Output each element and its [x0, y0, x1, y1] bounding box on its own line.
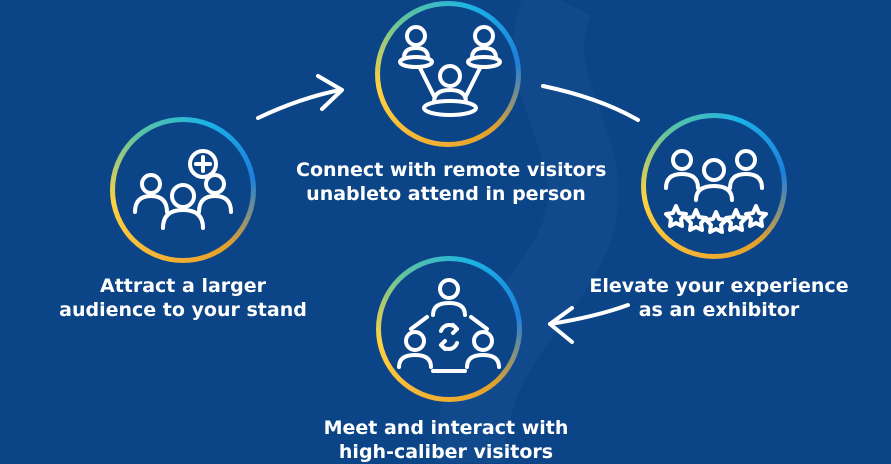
step-elevate-line1: Elevate your experience: [589, 275, 849, 297]
step-attract-line2: audience to your stand: [59, 299, 307, 321]
remote-connect-people-icon: [398, 25, 502, 117]
group-add-user-icon: [133, 149, 233, 230]
step-elevate-circle: [641, 113, 787, 259]
step-attract-label: Attract a larger audience to your stand: [48, 274, 318, 322]
people-stars-icon: [664, 149, 768, 234]
step-meet-circle: [376, 256, 522, 402]
arrow-connect-to-elevate: [541, 84, 640, 122]
step-connect-line1: Connect with remote visitors: [296, 159, 607, 181]
step-elevate-label: Elevate your experience as an exhibitor: [584, 274, 854, 322]
step-attract-circle: [110, 117, 256, 263]
arrow-attract-to-connect: [256, 74, 344, 120]
step-connect-label: Connect with remote visitors unableto at…: [296, 158, 607, 206]
step-connect-circle: [375, 1, 521, 147]
step-meet-line2: high-caliber visitors: [338, 441, 554, 463]
step-attract-line1: Attract a larger: [99, 275, 267, 297]
step-meet-label: Meet and interact with high-caliber visi…: [296, 416, 596, 464]
step-connect-line2: unableto attend in person: [306, 183, 586, 205]
step-meet-line1: Meet and interact with: [323, 417, 569, 439]
people-exchange-icon: [397, 278, 501, 373]
step-elevate-line2: as an exhibitor: [638, 299, 800, 321]
